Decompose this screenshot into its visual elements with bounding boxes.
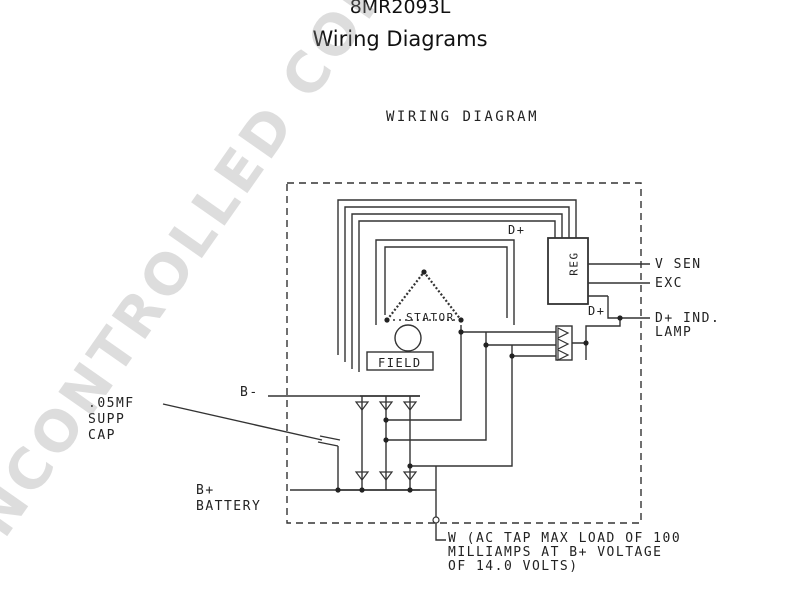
junction-dot (335, 487, 341, 493)
field-wire-b (384, 246, 508, 318)
junction-dot (407, 487, 413, 493)
trio-diode-1 (557, 327, 570, 339)
junction-dot (458, 329, 464, 335)
model-number: 8MR2093L (349, 0, 451, 18)
junction-dot (407, 463, 413, 469)
dplus-ind-label: D+ IND. (655, 311, 721, 326)
exc-label: EXC (655, 276, 683, 291)
junction-dot (617, 315, 623, 321)
trio-diode-3 (557, 349, 570, 361)
reg-wire-2 (344, 206, 570, 362)
reg-label: REG (567, 251, 581, 276)
diode-trio-out (572, 318, 621, 344)
diode-bot-3 (402, 471, 418, 481)
dplus-inner-label: D+ (508, 223, 526, 237)
field-box (366, 351, 434, 371)
junction-dot (384, 317, 390, 323)
w-callout-leader (435, 520, 446, 541)
enclosure-border (286, 182, 642, 524)
dplus-wire (607, 296, 650, 319)
trio-diode-2 (557, 338, 570, 350)
battery-label: BATTERY (196, 499, 262, 514)
w-note-line-2: MILLIAMPS AT B+ VOLTAGE (448, 545, 663, 560)
reg-wire-1 (337, 199, 577, 355)
bridge-line-3 (410, 345, 513, 467)
junction-dot (383, 437, 389, 443)
cap-leader (162, 403, 323, 441)
junction-dot (359, 487, 365, 493)
cap-label-3: CAP (88, 428, 116, 443)
cap-plate-1 (319, 435, 341, 441)
diagram-title: WIRING DIAGRAM (386, 109, 540, 125)
lamp-label: LAMP (655, 325, 693, 340)
junction-dot (383, 417, 389, 423)
regulator-box (547, 237, 589, 305)
page-title: Wiring Diagrams (312, 27, 488, 51)
cap-label-2: SUPP (88, 412, 126, 427)
bridge-line-2 (386, 332, 487, 441)
diode-bot-2 (378, 471, 394, 481)
reg-wire-3 (351, 213, 563, 369)
junction-dot (458, 317, 464, 323)
w-note-line-3: OF 14.0 VOLTS) (448, 559, 579, 574)
w-note-line-1: W (AC TAP MAX LOAD OF 100 (448, 531, 682, 546)
junction-dot (509, 353, 515, 359)
diode-bot-1 (354, 471, 370, 481)
junction-dot (421, 269, 427, 275)
bridge-line-1 (386, 325, 462, 421)
w-terminal (432, 516, 440, 524)
junction-dot (483, 342, 489, 348)
v-sen-label: V SEN (655, 257, 702, 272)
stator-label: STATOR (406, 311, 455, 324)
cap-label-1: .05MF (88, 396, 135, 411)
field-rotor (394, 324, 422, 352)
reg-wire-4 (358, 220, 556, 372)
field-label: FIELD (378, 356, 422, 370)
diode-top-2 (378, 401, 394, 411)
cap-plate-2 (317, 441, 339, 447)
b-minus-label: B- (240, 385, 259, 400)
field-wire-a (375, 239, 515, 325)
dplus-terminal-label: D+ (588, 304, 606, 318)
diode-top-1 (354, 401, 370, 411)
junction-dot (583, 340, 589, 346)
diode-top-3 (402, 401, 418, 411)
b-plus-label: B+ (196, 483, 215, 498)
